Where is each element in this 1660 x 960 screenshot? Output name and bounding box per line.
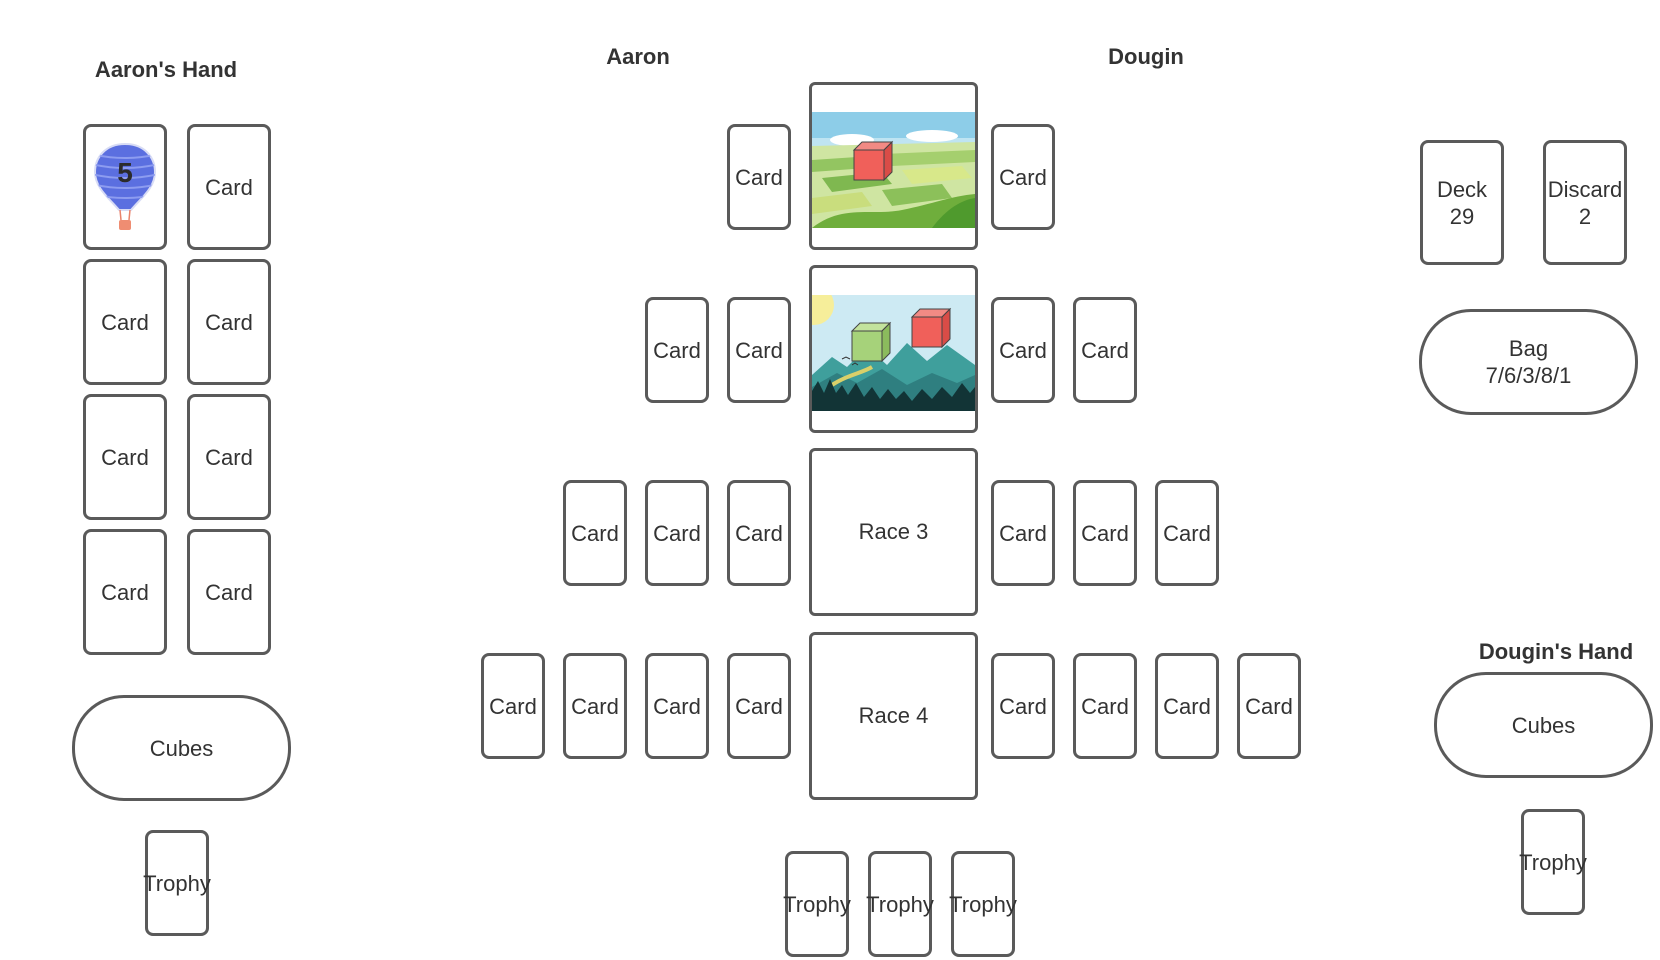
dougin-race4-card[interactable]: Card: [1237, 653, 1301, 759]
aaron-race3-card[interactable]: Card: [727, 480, 791, 586]
race4-card[interactable]: Race 4: [809, 632, 978, 800]
balloon-card[interactable]: 5: [83, 124, 167, 250]
dougin-race3-card[interactable]: Card: [1073, 480, 1137, 586]
green-cube: [850, 321, 892, 363]
trophy-card[interactable]: Trophy: [949, 851, 1017, 957]
aaron-race2-card[interactable]: Card: [727, 297, 791, 403]
aaron-trophy-card[interactable]: Trophy: [143, 830, 211, 936]
red-cube: [852, 140, 894, 182]
discard-count: 2: [1578, 203, 1592, 229]
race1-card[interactable]: [809, 82, 978, 250]
deck-text: Deck 29: [1437, 176, 1487, 230]
farmland-scene-image: [812, 112, 975, 228]
race3-card[interactable]: Race 3: [809, 448, 978, 616]
aaron-race3-card[interactable]: Card: [563, 480, 627, 586]
aaron-race3-card[interactable]: Card: [645, 480, 709, 586]
hand-card[interactable]: Card: [187, 259, 271, 385]
dougin-race4-card[interactable]: Card: [991, 653, 1055, 759]
dougin-race3-card[interactable]: Card: [991, 480, 1055, 586]
hand-card[interactable]: Card: [187, 124, 271, 250]
bag-label: Bag: [1508, 336, 1549, 361]
dougin-race3-card[interactable]: Card: [1155, 480, 1219, 586]
aaron-race2-card[interactable]: Card: [645, 297, 709, 403]
race2-card[interactable]: [809, 265, 978, 433]
trophy-card[interactable]: Trophy: [866, 851, 934, 957]
dougin-race2-card[interactable]: Card: [991, 297, 1055, 403]
bag-text: Bag 7/6/3/8/1: [1486, 335, 1572, 389]
red-cube: [910, 307, 952, 349]
aaron-cubes-pool[interactable]: Cubes: [72, 695, 291, 801]
deck-pile[interactable]: Deck 29: [1420, 140, 1504, 270]
bag-counts: 7/6/3/8/1: [1485, 363, 1572, 388]
aaron-race4-card[interactable]: Card: [563, 653, 627, 759]
discard-pile[interactable]: Discard 2: [1543, 140, 1627, 270]
hand-card[interactable]: Card: [83, 259, 167, 385]
aaron-race4-card[interactable]: Card: [481, 653, 545, 759]
dougin-cubes-pool[interactable]: Cubes: [1434, 672, 1653, 778]
trophy-card[interactable]: Trophy: [783, 851, 851, 957]
aaron-race4-card[interactable]: Card: [645, 653, 709, 759]
dougin-race2-card[interactable]: Card: [1073, 297, 1137, 403]
dougin-race4-card[interactable]: Card: [1073, 653, 1137, 759]
cube-bag[interactable]: Bag 7/6/3/8/1: [1419, 309, 1638, 415]
discard-label: Discard: [1547, 176, 1623, 202]
dougin-trophy-card[interactable]: Trophy: [1519, 809, 1587, 915]
discard-text: Discard 2: [1548, 176, 1623, 230]
hot-air-balloon-icon: [93, 142, 157, 230]
dougin-race1-card[interactable]: Card: [991, 124, 1055, 230]
hand-card[interactable]: Card: [83, 529, 167, 655]
dougin-hand-heading: Dougin's Hand: [1478, 639, 1634, 664]
aaron-hand-heading: Aaron's Hand: [94, 57, 238, 82]
deck-label: Deck: [1436, 176, 1488, 202]
hand-card[interactable]: Card: [83, 394, 167, 520]
balloon-value: 5: [117, 157, 133, 188]
hand-card[interactable]: Card: [187, 394, 271, 520]
deck-count: 29: [1449, 203, 1475, 229]
mountain-scene-image: [812, 295, 975, 411]
aaron-race4-card[interactable]: Card: [727, 653, 791, 759]
aaron-race1-card[interactable]: Card: [727, 124, 791, 230]
hand-card[interactable]: Card: [187, 529, 271, 655]
aaron-heading: Aaron: [606, 44, 670, 69]
dougin-heading: Dougin: [1108, 44, 1184, 69]
dougin-race4-card[interactable]: Card: [1155, 653, 1219, 759]
